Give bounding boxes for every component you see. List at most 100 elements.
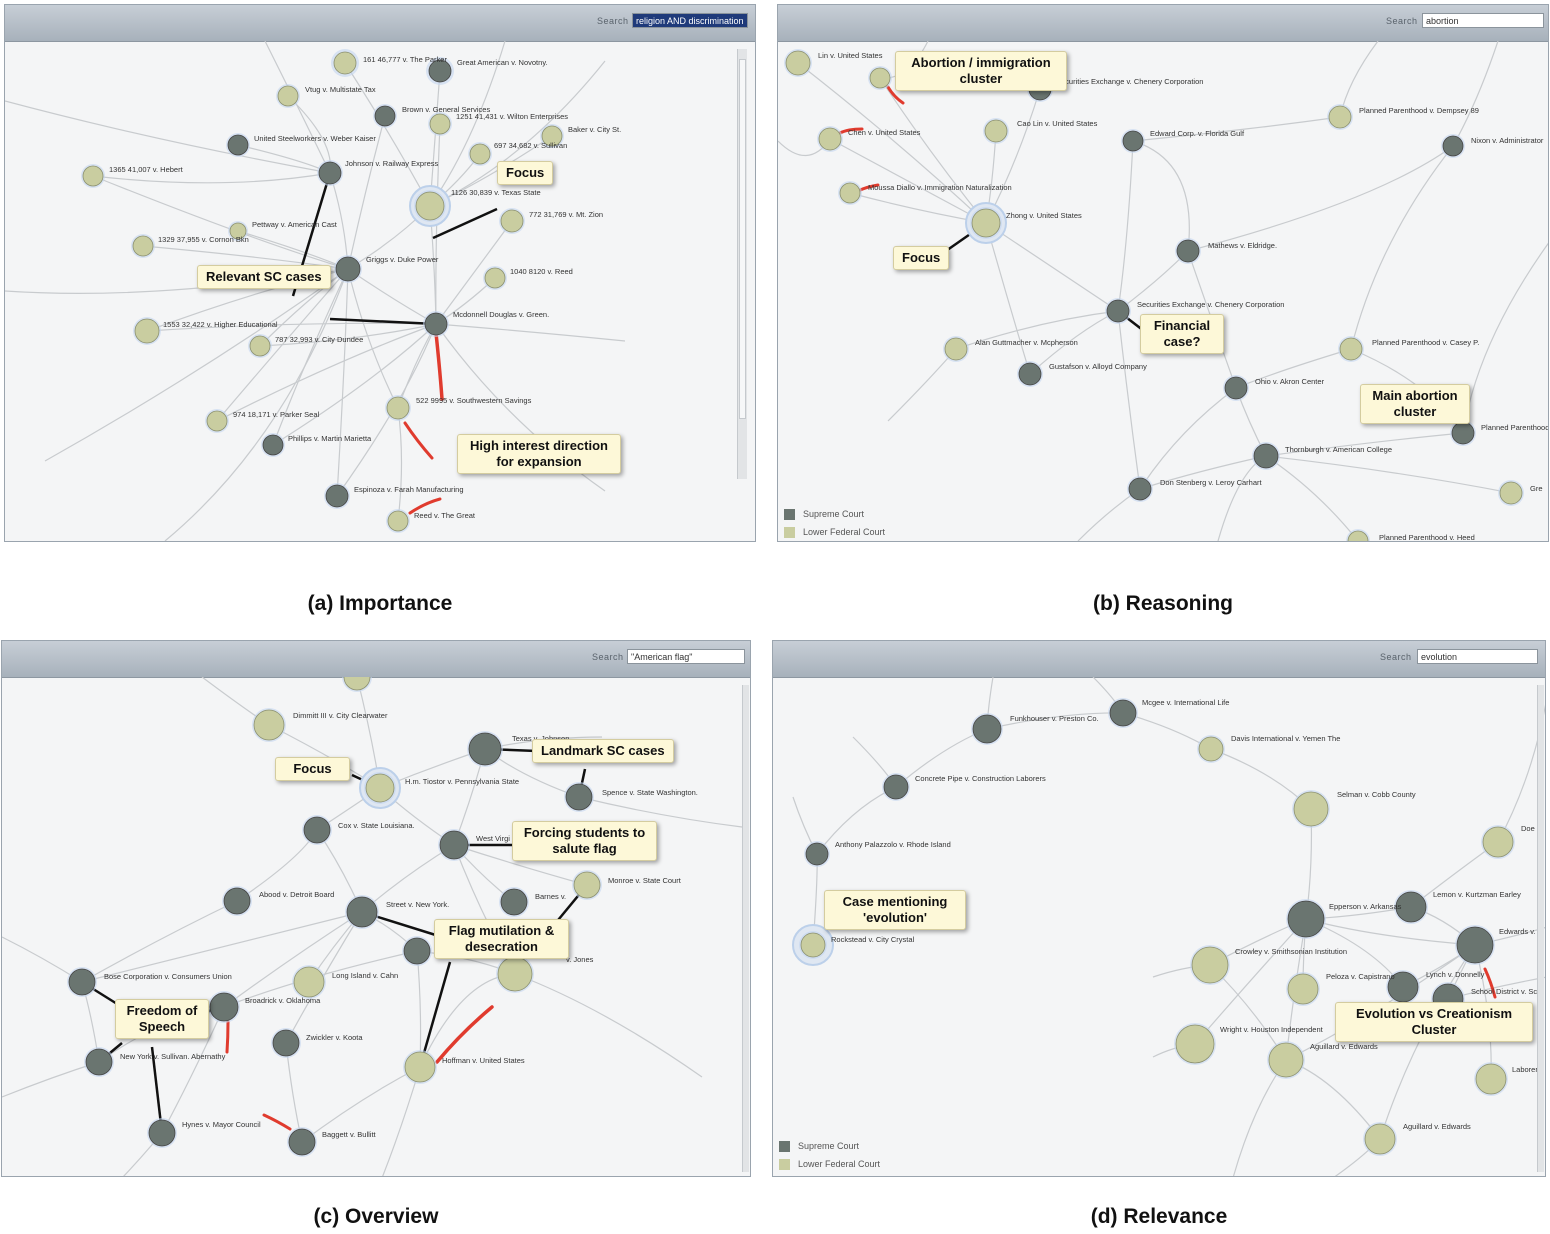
graph-node[interactable] <box>334 255 362 283</box>
graph-node[interactable] <box>1292 790 1330 828</box>
graph-node[interactable] <box>564 782 594 812</box>
graph-node[interactable] <box>1394 890 1428 924</box>
graph-node[interactable] <box>970 207 1002 239</box>
graph-node[interactable] <box>1223 375 1249 401</box>
graph-node[interactable] <box>496 955 534 993</box>
graph-node[interactable] <box>1346 529 1370 542</box>
graph-node[interactable] <box>324 483 350 509</box>
graph-node[interactable] <box>364 772 396 804</box>
graph-node[interactable] <box>1286 899 1326 939</box>
graph-node[interactable] <box>1121 129 1145 153</box>
graph-node[interactable] <box>402 936 432 966</box>
graph-node[interactable] <box>1286 972 1320 1006</box>
graph-node[interactable] <box>499 887 529 917</box>
graph-node[interactable] <box>386 509 410 533</box>
graph-node[interactable] <box>1455 925 1495 965</box>
graph-node[interactable] <box>983 118 1009 144</box>
graph-node[interactable] <box>1267 1041 1305 1079</box>
graph-node[interactable] <box>67 967 97 997</box>
nodes[interactable] <box>792 698 1515 1156</box>
search-input[interactable]: "American flag" <box>627 649 745 664</box>
graph-node[interactable] <box>426 57 454 85</box>
nodes[interactable] <box>67 677 602 1157</box>
graph-node[interactable] <box>499 208 525 234</box>
graph-node[interactable] <box>1108 698 1138 728</box>
graph-node[interactable] <box>943 336 969 362</box>
graph-node[interactable] <box>1197 735 1225 763</box>
graph-node[interactable] <box>133 317 161 345</box>
graph-node[interactable] <box>468 142 492 166</box>
graph-node[interactable] <box>248 334 272 358</box>
graph-node[interactable] <box>1450 420 1476 446</box>
graph-node[interactable] <box>1474 1062 1508 1096</box>
graph-node[interactable] <box>1498 480 1524 506</box>
graph-node[interactable] <box>540 124 564 148</box>
graph-node[interactable] <box>205 409 229 433</box>
nodes[interactable] <box>784 49 1524 542</box>
graph-node[interactable] <box>882 773 910 801</box>
graph-node[interactable] <box>1441 134 1465 158</box>
nodes[interactable] <box>81 49 564 533</box>
graph-node[interactable] <box>428 112 452 136</box>
graph-node[interactable] <box>784 49 812 77</box>
graph-node[interactable] <box>342 677 372 692</box>
graph-node[interactable] <box>572 870 602 900</box>
vertical-scrollbar[interactable] <box>737 49 747 479</box>
graph-canvas[interactable]: 161 46,777 v. The Parker Great American … <box>5 41 755 541</box>
graph-node[interactable] <box>292 965 326 999</box>
graph-node[interactable] <box>131 234 155 258</box>
vertical-scrollbar[interactable] <box>742 685 749 1172</box>
graph-node[interactable] <box>838 181 862 205</box>
graph-node[interactable] <box>331 49 359 77</box>
graph-node[interactable] <box>403 1050 437 1084</box>
vertical-scrollbar[interactable] <box>1537 685 1544 1172</box>
graph-node[interactable] <box>345 895 379 929</box>
graph-node[interactable] <box>1252 442 1280 470</box>
graph-node[interactable] <box>81 164 105 188</box>
graph-node[interactable] <box>228 221 248 241</box>
graph-node[interactable] <box>804 841 830 867</box>
graph-node[interactable] <box>147 1118 177 1148</box>
network-graph[interactable]: Dimmitt III v. City Clearwater Texas v. … <box>2 677 751 1177</box>
graph-node[interactable] <box>971 713 1003 745</box>
graph-canvas[interactable]: Dimmitt III v. City Clearwater Texas v. … <box>2 677 750 1176</box>
graph-node[interactable] <box>1481 825 1515 859</box>
graph-node[interactable] <box>1127 476 1153 502</box>
graph-node[interactable] <box>287 1127 317 1157</box>
graph-node[interactable] <box>261 433 285 457</box>
graph-node[interactable] <box>84 1047 114 1077</box>
graph-node[interactable] <box>1363 1122 1397 1156</box>
graph-node[interactable] <box>467 731 503 767</box>
graph-node[interactable] <box>302 815 332 845</box>
search-input[interactable]: abortion <box>1422 13 1544 28</box>
graph-canvas[interactable]: Mcgee v. International Life Funkhouser v… <box>773 677 1545 1176</box>
graph-node[interactable] <box>438 829 470 861</box>
graph-node[interactable] <box>252 708 286 742</box>
graph-canvas[interactable]: Lin v. United States Securities Exchange… <box>778 41 1548 541</box>
graph-node[interactable] <box>1338 336 1364 362</box>
network-graph[interactable]: 161 46,777 v. The Parker Great American … <box>5 41 756 542</box>
search-input[interactable]: evolution <box>1417 649 1538 664</box>
graph-node[interactable] <box>423 311 449 337</box>
graph-node[interactable] <box>483 266 507 290</box>
graph-node[interactable] <box>868 66 892 90</box>
graph-node[interactable] <box>1327 104 1353 130</box>
graph-node[interactable] <box>385 395 411 421</box>
graph-node[interactable] <box>817 126 843 152</box>
graph-node[interactable] <box>276 84 300 108</box>
search-input[interactable]: religion AND discrimination <box>632 13 748 28</box>
graph-node[interactable] <box>317 160 343 186</box>
graph-node[interactable] <box>1017 361 1043 387</box>
graph-node[interactable] <box>222 886 252 916</box>
graph-node[interactable] <box>271 1028 301 1058</box>
graph-node[interactable] <box>226 133 250 157</box>
network-graph[interactable]: Mcgee v. International Life Funkhouser v… <box>773 677 1546 1177</box>
graph-node[interactable] <box>414 190 446 222</box>
network-graph[interactable]: Lin v. United States Securities Exchange… <box>778 41 1549 542</box>
graph-node[interactable] <box>373 104 397 128</box>
graph-node[interactable] <box>1175 238 1201 264</box>
graph-node[interactable] <box>1190 945 1230 985</box>
graph-node[interactable] <box>799 931 827 959</box>
graph-node[interactable] <box>1174 1023 1216 1065</box>
graph-node[interactable] <box>208 991 240 1023</box>
